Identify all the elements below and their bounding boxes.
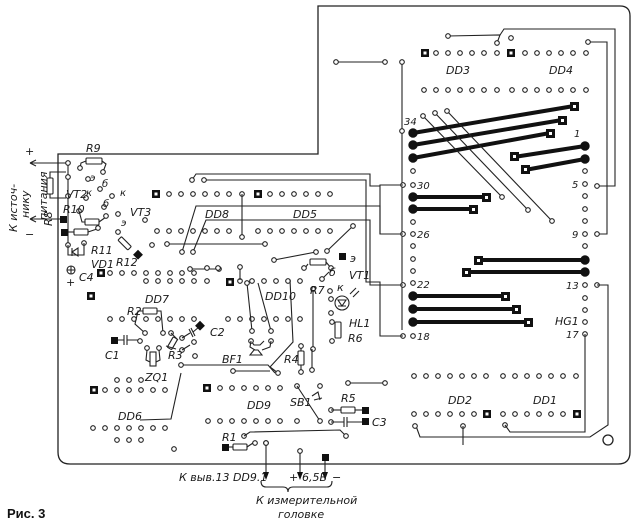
voltage-minus-label: − <box>332 471 341 484</box>
hg1-thin-diagonals <box>420 108 555 224</box>
vt1-k-label: к <box>337 281 344 294</box>
pin-label-9: 9 <box>572 230 578 241</box>
vt1-e-label: э <box>350 252 356 265</box>
hl1-label: HL1 <box>349 317 370 330</box>
c4-label: C4 <box>79 271 94 284</box>
dd6-area <box>87 292 168 443</box>
pin-label-1: 1 <box>574 129 580 140</box>
voltage-plus-label: + <box>289 471 298 484</box>
vt1-b-label: б <box>329 266 336 279</box>
dd8-label: DD8 <box>205 208 229 221</box>
board-outline <box>57 5 631 465</box>
dd7-label: DD7 <box>145 293 169 306</box>
hg1-right-pads <box>580 141 600 337</box>
svg-text:питания: питания <box>37 171 50 220</box>
r4-label: R4 <box>284 353 299 366</box>
r6-label: R6 <box>348 332 363 345</box>
dd5-label: DD5 <box>293 208 317 221</box>
vt2-e-label: э <box>90 173 96 184</box>
dd10-dd7-pads <box>107 264 303 376</box>
pin-label-13: 13 <box>566 281 579 292</box>
vt2-label: VT2 <box>66 188 87 201</box>
c4-plus-label: + <box>66 276 75 289</box>
r10-label: R10 <box>63 203 85 216</box>
pin-label-18: 18 <box>417 332 430 343</box>
r7-label: R7 <box>310 284 325 297</box>
power-source-label-2: питания <box>37 171 50 220</box>
pin-label-30: 30 <box>417 181 430 192</box>
power-plus-sign: + <box>25 145 34 158</box>
svg-text:нику: нику <box>19 190 32 218</box>
svg-text:К источ-: К источ- <box>7 184 20 232</box>
power-area <box>29 157 221 277</box>
hg1-label: HG1 <box>555 315 579 328</box>
hg1-thick-tracks <box>411 102 587 327</box>
dd9-pin-label: К выв.13 DD9.1 <box>179 471 267 484</box>
zq1-label: ZQ1 <box>144 371 168 384</box>
voltage-value-label: 6,5В <box>302 471 327 484</box>
led-hl1-icon <box>334 295 350 311</box>
dd9-area <box>139 343 388 452</box>
figure-caption: Рис. 3 <box>7 506 45 521</box>
dd1-label: DD1 <box>533 394 557 407</box>
vt3-k-label: к <box>120 188 126 199</box>
c3-label: C3 <box>372 416 387 429</box>
oscillator-area <box>111 307 205 367</box>
power-minus-sign: − <box>25 228 34 241</box>
pin-label-26: 26 <box>417 230 430 241</box>
r2-label: R2 <box>127 305 142 318</box>
dd8-dd5-pads <box>152 173 403 337</box>
vt3-label: VT3 <box>130 206 151 219</box>
pin-label-22: 22 <box>417 280 430 291</box>
vd1-label: VD1 <box>91 258 114 271</box>
dd9-label: DD9 <box>247 399 271 412</box>
r8-label: R8 <box>42 211 55 226</box>
r11-label: R11 <box>91 244 113 257</box>
dd10-label: DD10 <box>265 290 296 303</box>
vt1-area <box>301 253 360 352</box>
dd3-label: DD3 <box>446 64 470 77</box>
meter-label-line2: головке <box>278 508 324 521</box>
bf1-label: BF1 <box>222 353 243 366</box>
vt3-e-label: э <box>121 218 127 229</box>
vt3-b-label: б <box>103 198 109 210</box>
dd2-label: DD2 <box>448 394 472 407</box>
vt2-b-label: б <box>102 178 108 190</box>
bottom-connectors <box>260 440 333 493</box>
mounting-hole <box>602 434 614 446</box>
r1-label: R1 <box>222 431 237 444</box>
sb1-label: SB1 <box>290 396 312 409</box>
pin-label-5: 5 <box>572 180 578 191</box>
pin-label-34: 34 <box>404 117 417 128</box>
vt1-label: VT1 <box>349 269 370 282</box>
dd6-label: DD6 <box>118 410 142 423</box>
power-source-label: К источ- нику <box>7 184 32 232</box>
c2-label: C2 <box>210 326 225 339</box>
r5-label: R5 <box>341 392 356 405</box>
dd4-label: DD4 <box>549 64 573 77</box>
c1-label: C1 <box>105 349 120 362</box>
pin-label-17: 17 <box>566 330 579 341</box>
r3-label: R3 <box>168 349 183 362</box>
meter-label-line1: К измерительной <box>256 494 357 507</box>
vt2-k-label: к <box>86 188 92 199</box>
dd1-dd2-pads <box>411 334 614 446</box>
r12-label: R12 <box>116 256 138 269</box>
r9-label: R9 <box>86 142 101 155</box>
